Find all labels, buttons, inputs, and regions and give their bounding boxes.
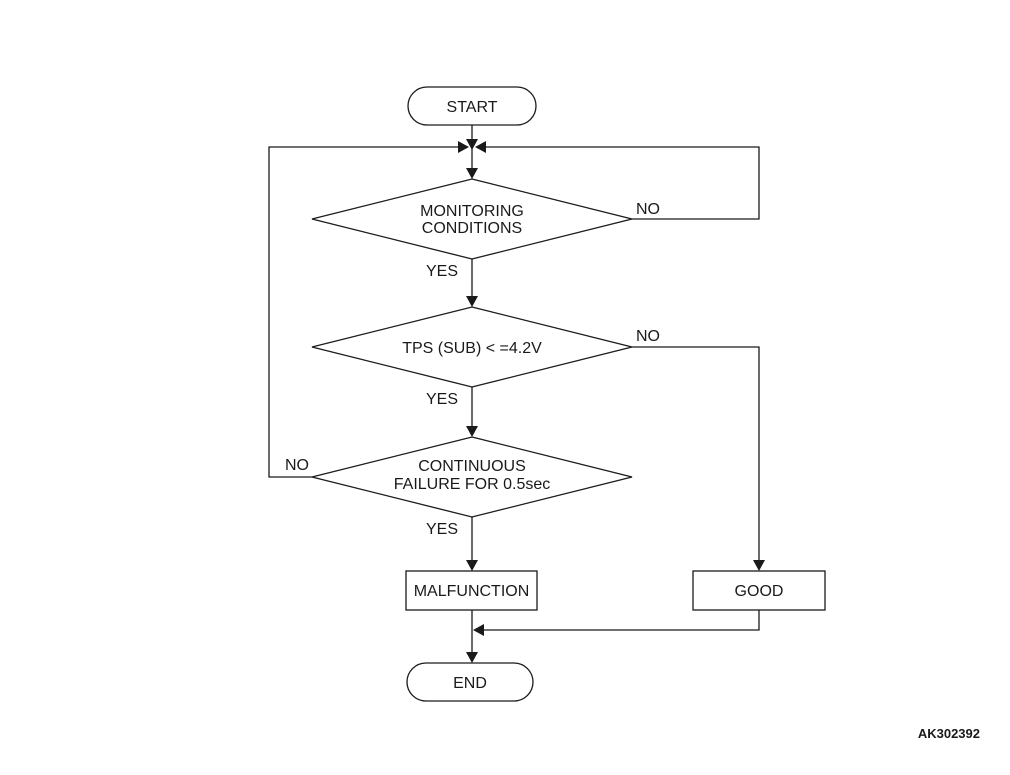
decision-monitoring-conditions: MONITORING CONDITIONS: [311, 178, 633, 260]
monitoring-label-line2: CONDITIONS: [422, 220, 522, 237]
arrowhead-continuous-yes: [466, 560, 478, 571]
decision-tps-sub: TPS (SUB) < =4.2V: [311, 306, 633, 388]
monitoring-no-label: NO: [636, 201, 660, 218]
arrowhead-continuous-no-loop: [458, 141, 469, 153]
decision-continuous-failure: CONTINUOUS FAILURE FOR 0.5sec: [311, 436, 633, 518]
process-malfunction: MALFUNCTION: [405, 570, 538, 611]
connector-tps-no: [632, 346, 760, 562]
arrowhead-monitoring-no-loop: [475, 141, 486, 153]
continuous-label-line2: FAILURE FOR 0.5sec: [394, 476, 551, 493]
monitoring-yes-label: YES: [426, 263, 458, 280]
continuous-label-line1: CONTINUOUS: [418, 458, 526, 475]
end-terminal: END: [406, 662, 534, 702]
arrowhead-monitoring-yes: [466, 296, 478, 307]
monitoring-label-line1: MONITORING: [420, 203, 524, 220]
continuous-no-label: NO: [285, 457, 309, 474]
figure-id: AK302392: [918, 726, 980, 741]
process-good: GOOD: [692, 570, 826, 611]
arrowhead-good-to-end: [473, 624, 484, 636]
tps-label: TPS (SUB) < =4.2V: [402, 340, 542, 357]
tps-no-label: NO: [636, 328, 660, 345]
start-terminal: START: [407, 86, 537, 126]
connector-continuous-no-loop: [268, 146, 458, 478]
connector-monitoring-no-loop: [486, 146, 760, 220]
arrowhead-merge-to-monitoring: [466, 168, 478, 179]
continuous-yes-label: YES: [426, 521, 458, 538]
arrowhead-start-down: [466, 139, 478, 150]
connector-good-to-end: [484, 610, 760, 631]
good-label: GOOD: [735, 583, 784, 600]
end-label: END: [453, 675, 487, 692]
arrowhead-malfunction-to-end: [466, 652, 478, 663]
arrowhead-tps-yes: [466, 426, 478, 437]
start-label: START: [447, 99, 498, 116]
malfunction-label: MALFUNCTION: [414, 583, 530, 600]
arrowhead-tps-no: [753, 560, 765, 571]
tps-yes-label: YES: [426, 391, 458, 408]
